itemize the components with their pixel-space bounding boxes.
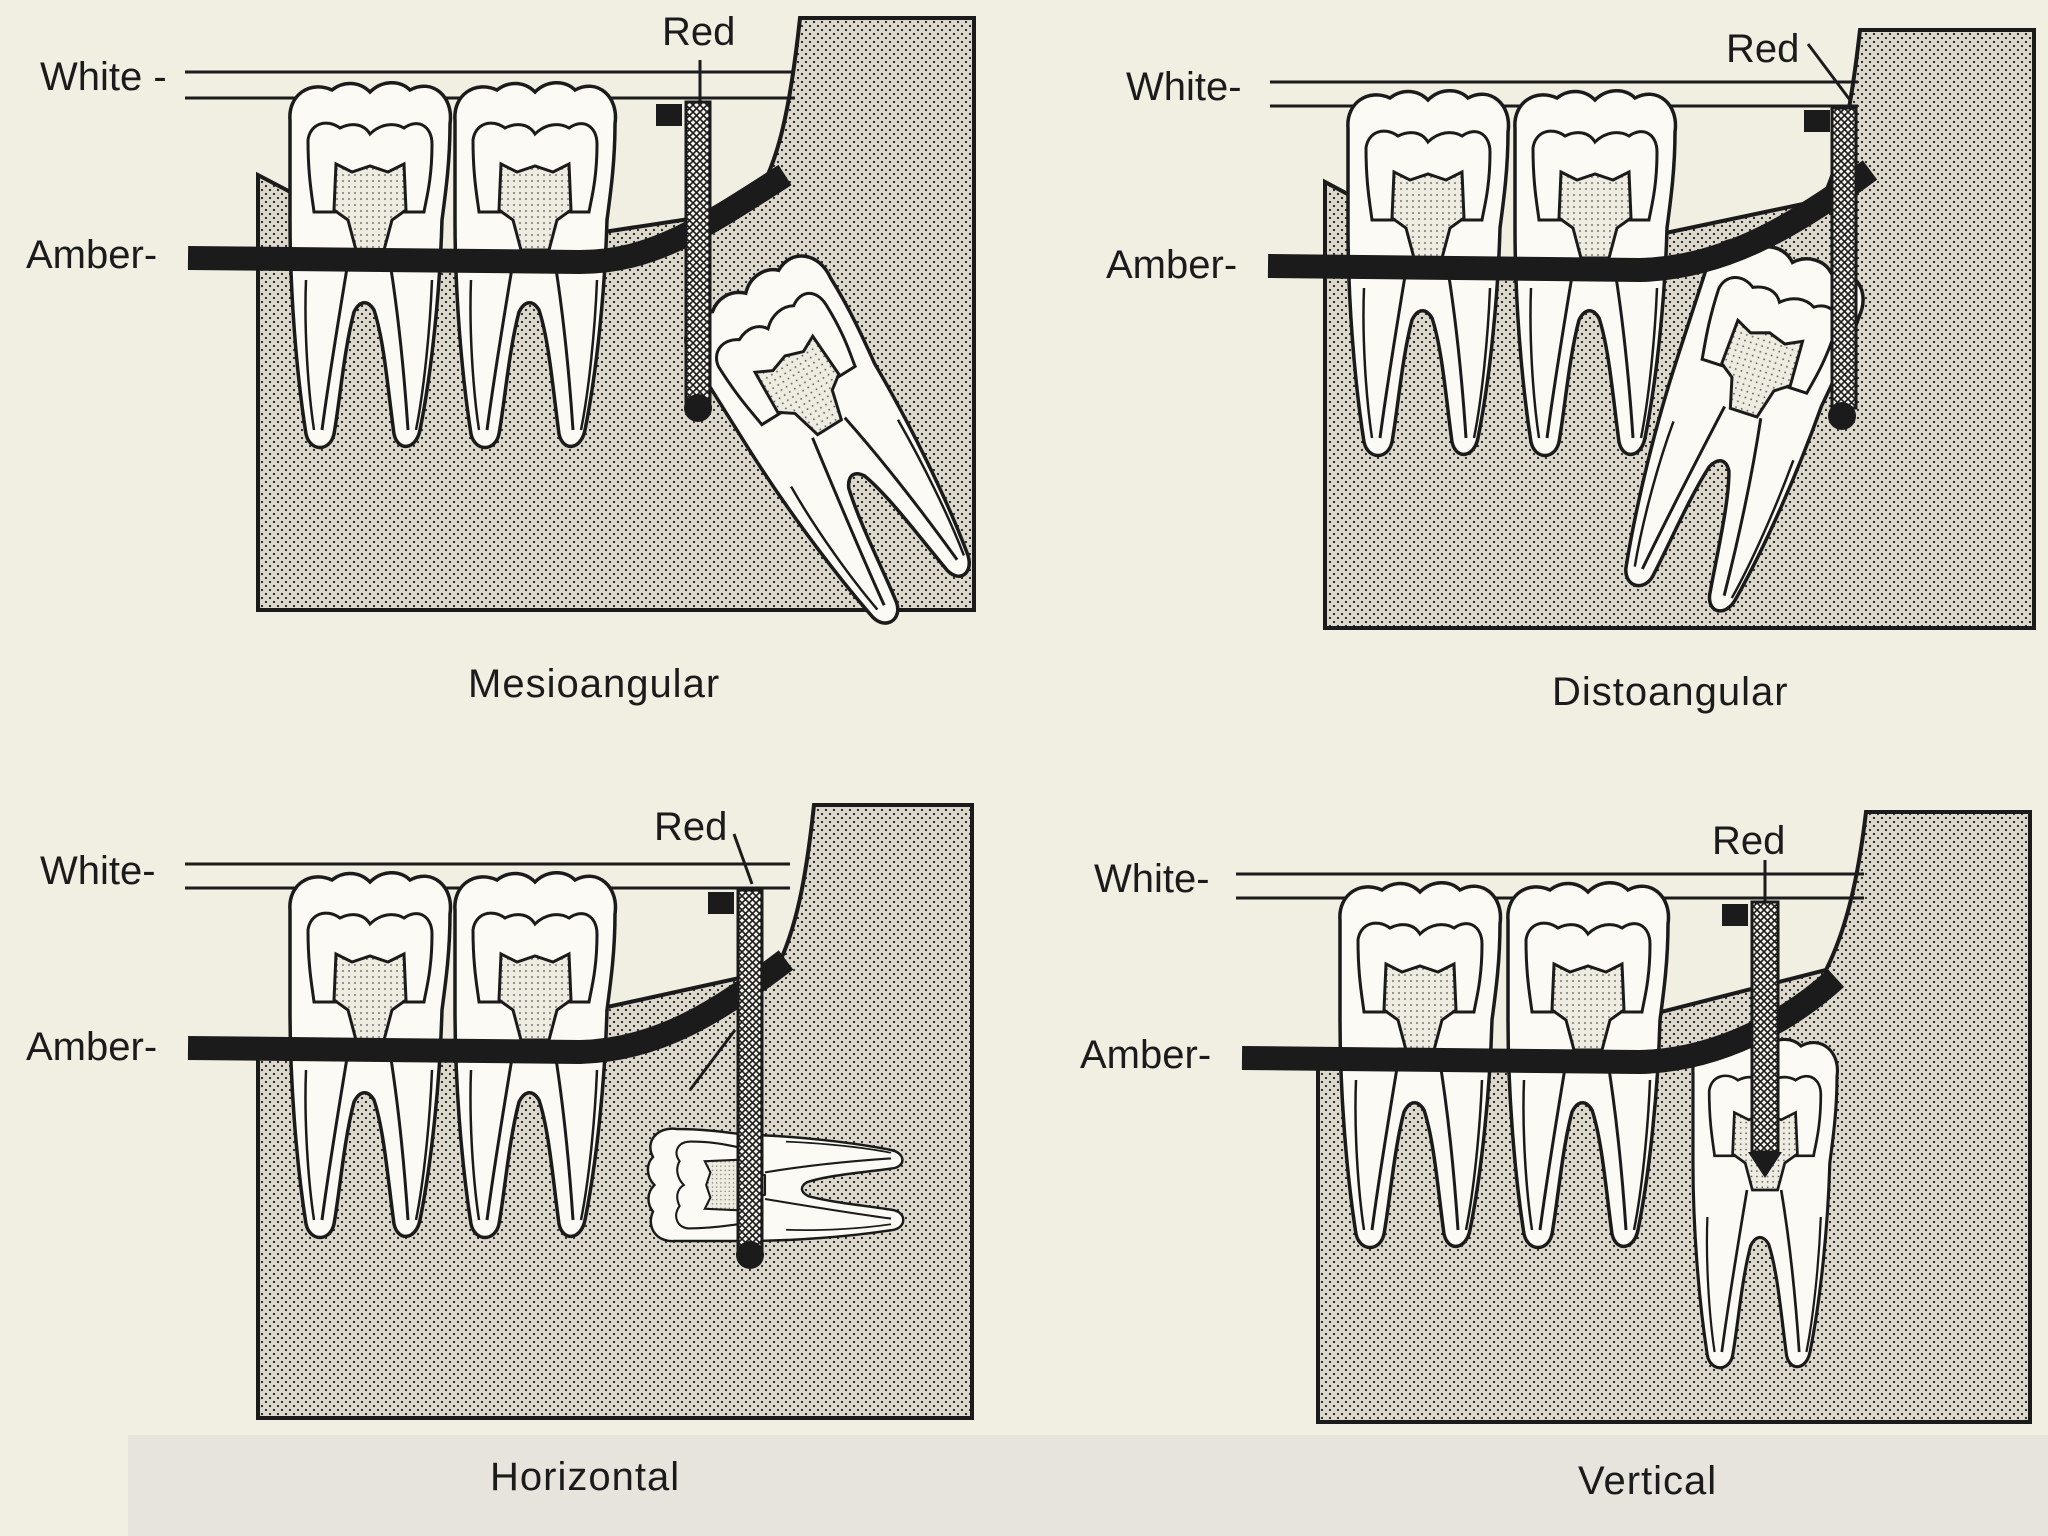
red-line [684, 100, 712, 404]
label-red: Red [662, 10, 735, 54]
red-line [1830, 106, 1858, 410]
label-amber: Amber- [1080, 1033, 1211, 1077]
label-amber: Amber- [1106, 243, 1237, 287]
label-red: Red [654, 805, 727, 849]
red-line [736, 888, 764, 1252]
panel-caption: Mesioangular [468, 662, 720, 706]
bone-block [1316, 810, 2032, 1424]
amber-line [187, 164, 792, 275]
red-line [1750, 900, 1780, 1154]
panel-horizontal: White- Amber- Red Horizontal [26, 803, 974, 1499]
panel-caption: Horizontal [490, 1455, 680, 1499]
label-white: White - [40, 55, 167, 99]
label-amber: Amber- [26, 233, 157, 277]
label-white: White- [1126, 65, 1242, 109]
label-white: White- [40, 849, 156, 893]
panel-mesioangular: White - Amber- Red Mesioangular [26, 10, 1005, 706]
label-amber: Amber- [26, 1025, 157, 1069]
label-white: White- [1094, 857, 1210, 901]
panel-caption: Distoangular [1552, 670, 1789, 714]
label-red: Red [1726, 27, 1799, 71]
panel-vertical: White- Amber- Red Vertical [1080, 810, 2032, 1503]
lower-band [128, 1435, 2048, 1536]
amber-line [1241, 969, 1845, 1075]
panel-caption: Vertical [1578, 1459, 1717, 1503]
label-red: Red [1712, 819, 1785, 863]
panel-distoangular: White- Amber- Red Distoangular [1106, 27, 2036, 714]
